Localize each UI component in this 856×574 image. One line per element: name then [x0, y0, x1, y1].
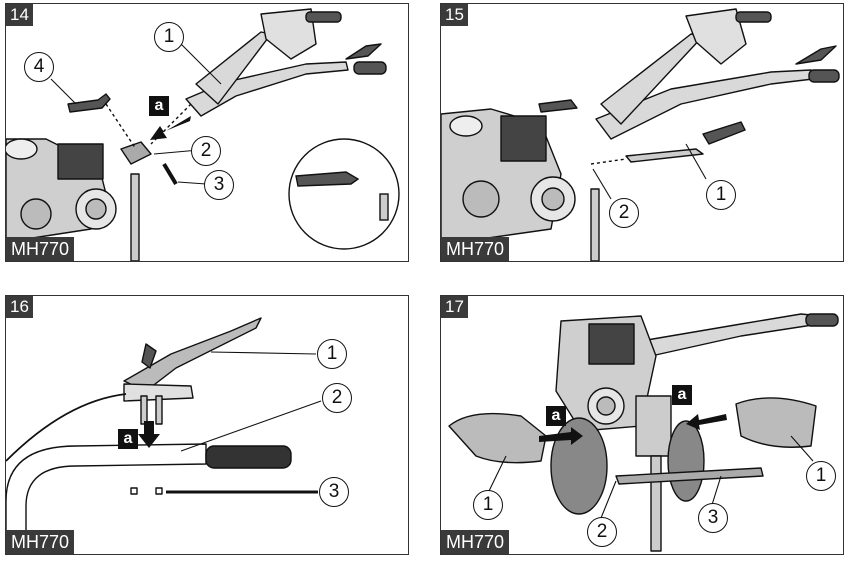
- model-label: MH770: [6, 530, 75, 554]
- callout-2: 2: [191, 136, 221, 166]
- step-16-illustration: [6, 317, 322, 532]
- arrow-label-a: a: [546, 406, 566, 426]
- callout-4: 4: [24, 52, 54, 82]
- callout-2: 2: [322, 383, 352, 413]
- callout-3: 3: [698, 503, 728, 533]
- step-panel-17: 17 MH770 a a 1 1 2 3: [440, 295, 844, 555]
- step-14-illustration: [6, 8, 400, 261]
- callout-2: 2: [609, 198, 639, 228]
- step-17-illustration: [448, 313, 839, 552]
- callout-1: 1: [473, 490, 503, 520]
- step-number: 17: [441, 296, 468, 318]
- callout-1: 1: [706, 180, 736, 210]
- step-panel-15: 15 MH770 1 2: [440, 3, 844, 262]
- callout-3: 3: [204, 170, 234, 200]
- arrow-label-a: a: [672, 385, 692, 405]
- model-label: MH770: [441, 237, 510, 261]
- step-number: 15: [441, 4, 468, 26]
- callout-1: 1: [806, 461, 836, 491]
- step-panel-16: 16 MH770 a 1 2 3: [5, 295, 409, 555]
- arrow-label-a: a: [118, 429, 138, 449]
- model-label: MH770: [6, 237, 75, 261]
- callout-1: 1: [317, 339, 347, 369]
- callout-2: 2: [587, 517, 617, 547]
- step-panel-14: 14 MH770 a 1 4 2 3: [5, 3, 409, 262]
- model-label: MH770: [441, 530, 510, 554]
- callout-1: 1: [154, 22, 184, 52]
- step-15-illustration: [441, 8, 840, 261]
- callout-3: 3: [319, 477, 349, 507]
- arrow-label-a: a: [149, 96, 169, 116]
- step-number: 14: [6, 4, 33, 26]
- step-number: 16: [6, 296, 33, 318]
